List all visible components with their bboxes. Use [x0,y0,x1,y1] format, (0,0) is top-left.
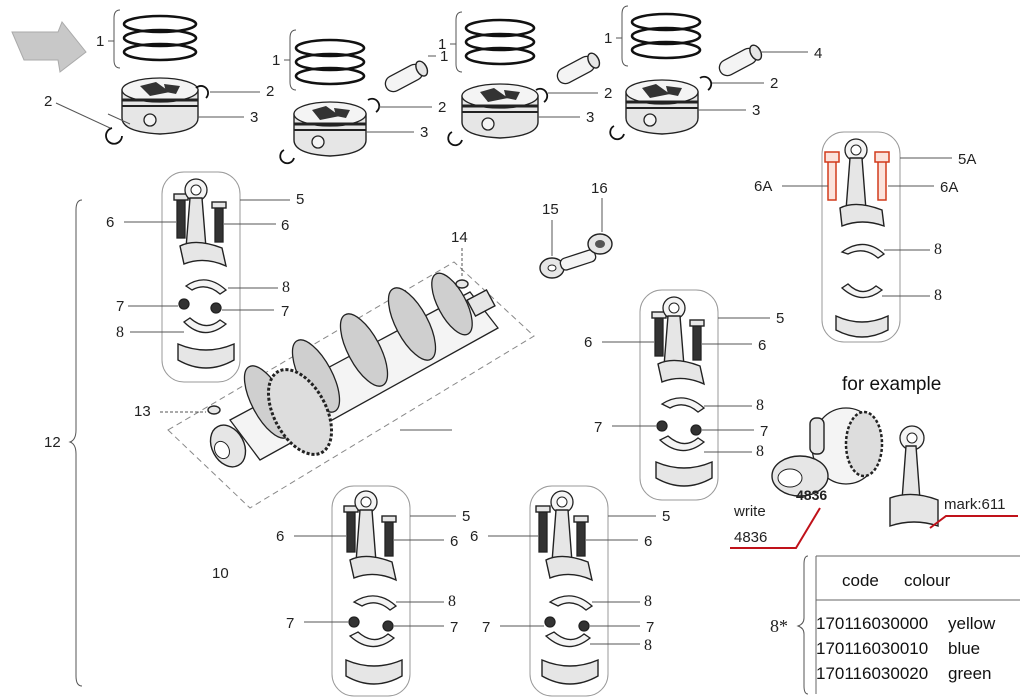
label-piston: 3 [752,102,760,119]
write-number: 4836 [734,529,767,546]
example-heading: for example [842,374,941,395]
label-piston-pin: 1 [440,48,448,65]
table-row: 170116030000 yellow [816,614,996,633]
label-bolt: 6 [644,533,652,550]
label-conrod-alt: 5A [958,151,976,168]
conrod-set-top-left: 5 6 6 8 7 7 8 [106,171,304,383]
label-ring-set: 1 [96,33,104,50]
label-conrod: 5 [462,508,470,525]
label-bearing: 8 [934,241,942,258]
label-nut: 7 [594,419,602,436]
conrod-set-bottom-middle: 5 6 6 8 7 7 8 [470,485,670,697]
label-bolt: 6 [758,337,766,354]
bearing-colour-table: 8* code colour 170116030000 yellow 17011… [770,555,1020,695]
label-bolt-alt: 6A [940,179,958,196]
label-group-12: 12 [44,434,61,451]
label-circlip: 2 [438,99,446,116]
label-circlip: 2 [266,83,274,100]
crankshaft-assembly [167,261,535,509]
example-section: for example 4836 write 4836 mark:611 [730,374,1018,549]
label-nut: 7 [482,619,490,636]
write-label: write [733,503,766,520]
label-nut: 7 [760,423,768,440]
label-bearing: 8 [644,593,652,610]
label-piston: 3 [250,109,258,126]
label-bearing: 8 [756,443,764,460]
row-colour: blue [948,639,980,658]
row-code: 170116030000 [816,614,928,633]
label-crank-assembly: 10 [212,565,229,582]
label-ring-set: 1 [604,30,612,47]
label-bolt: 6 [584,334,592,351]
row-code: 170116030020 [816,664,928,683]
piston-group-3: 1 2 3 [438,11,612,147]
conrod-set-alternative: 5A 6A 6A 8 8 [754,131,976,343]
label-key-front: 13 [134,403,151,420]
label-bolt: 6 [450,533,458,550]
label-bolt-alt: 6A [754,178,772,195]
piston-group-4: 1 4 2 3 [604,5,822,141]
table-header-code: code [842,571,879,590]
label-bearing: 8 [756,397,764,414]
label-key-rear: 14 [451,229,468,246]
conrod-set-bottom-left: 5 6 6 8 7 7 [276,485,470,697]
table-marker: 8* [770,616,788,636]
label-bearing: 8 [644,637,652,654]
label-bolt: 6 [276,528,284,545]
piston-group-2: 1 1 2 3 [272,29,448,165]
table-row: 170116030010 blue [816,639,980,658]
group-brace-12: 12 [44,199,83,687]
label-part-15: 15 [542,201,559,218]
label-bearing: 8 [448,593,456,610]
label-ring-set: 1 [272,52,280,69]
label-nut: 7 [286,615,294,632]
row-colour: green [948,664,991,683]
label-conrod: 5 [296,191,304,208]
label-circlip: 2 [604,85,612,102]
label-part-16: 16 [591,180,608,197]
label-piston: 3 [420,124,428,141]
piston-group-1: 1 2 2 3 [44,9,274,145]
label-ring-set: 1 [438,36,446,53]
label-bearing: 8 [116,324,124,341]
label-bearing: 8 [282,279,290,296]
label-piston: 3 [586,109,594,126]
label-bolt: 6 [106,214,114,231]
label-conrod: 5 [776,310,784,327]
parts-15-16: 15 16 [539,180,613,279]
label-bolt: 6 [281,217,289,234]
label-nut: 7 [646,619,654,636]
label-conrod: 5 [662,508,670,525]
label-nut: 7 [116,298,124,315]
crank-stamp-number: 4836 [796,487,827,503]
row-colour: yellow [948,614,996,633]
label-bearing: 8 [934,287,942,304]
key-14: 14 [451,229,469,289]
direction-arrow-icon [11,21,87,73]
mark-text: mark:611 [944,496,1005,513]
row-code: 170116030010 [816,639,928,658]
table-row: 170116030020 green [816,664,991,683]
table-header-colour: colour [904,571,951,590]
conrod-set-middle-right: 5 6 6 8 7 7 8 [584,289,784,501]
key-13: 13 [134,403,221,420]
label-piston-pin: 4 [814,45,822,62]
label-circlip: 2 [770,75,778,92]
label-nut: 7 [281,303,289,320]
label-nut: 7 [450,619,458,636]
label-circlip: 2 [44,93,52,110]
label-bolt: 6 [470,528,478,545]
